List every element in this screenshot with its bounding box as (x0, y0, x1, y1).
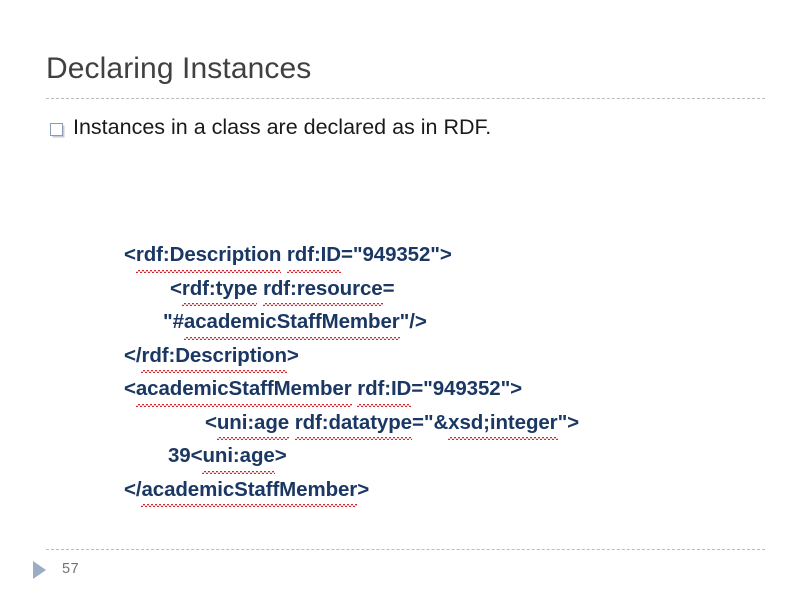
hollow-square-bullet-icon (50, 123, 63, 136)
code-line: "#academicStaffMember"/> (124, 307, 579, 341)
code-line: <rdf:type rdf:resource= (124, 273, 579, 308)
code-line: </rdf:Description> (124, 340, 579, 375)
spellcheck-underlined-token: uni:age (216, 407, 289, 442)
page-number: 57 (62, 561, 80, 577)
spellcheck-underlined-token: rdf:Description (141, 340, 287, 375)
code-line: <rdf:Description rdf:ID="949352"> (124, 240, 579, 274)
triangle-right-icon (33, 561, 46, 579)
spellcheck-underlined-token: academicStaffMember (141, 474, 357, 509)
footer-divider (46, 549, 765, 550)
spellcheck-underlined-token: rdf:type (181, 273, 257, 308)
bullet-list-item: Instances in a class are declared as in … (50, 115, 491, 141)
spellcheck-underlined-token: xsd;integer (448, 407, 558, 442)
spellcheck-underlined-token: academicStaffMember (135, 374, 352, 408)
page-title: Declaring Instances (46, 52, 312, 85)
code-line: <academicStaffMember rdf:ID="949352"> (124, 374, 579, 408)
spellcheck-underlined-token: rdf:resource (263, 273, 383, 308)
spellcheck-underlined-token: academicStaffMember (183, 307, 400, 341)
spellcheck-underlined-token: rdf:ID (286, 240, 341, 274)
code-line: 39<uni:age> (124, 441, 579, 475)
title-divider (46, 98, 765, 99)
code-line: </academicStaffMember> (124, 474, 579, 509)
code-line: <uni:age rdf:datatype="&xsd;integer"> (124, 407, 579, 442)
spellcheck-underlined-token: rdf:ID (357, 374, 411, 408)
spellcheck-underlined-token: rdf:datatype (294, 407, 412, 442)
code-block: <rdf:Description rdf:ID="949352"><rdf:ty… (124, 240, 579, 508)
spellcheck-underlined-token: uni:age (202, 441, 275, 475)
bullet-item-label: Instances in a class are declared as in … (73, 115, 492, 139)
spellcheck-underlined-token: rdf:Description (135, 240, 281, 274)
